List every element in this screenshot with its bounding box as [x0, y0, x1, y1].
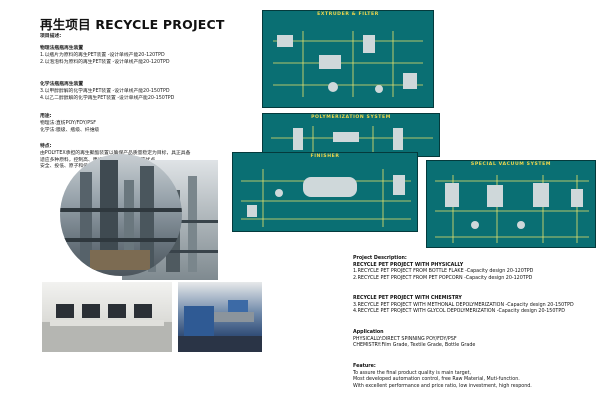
- polymerization-screen: POLYMERIZATION SYSTEM: [262, 113, 440, 157]
- en-feature-heading: Feature:: [353, 364, 376, 369]
- en-description-block: Project Description: RECYCLE PET PROJECT…: [353, 256, 533, 282]
- en-feature-line-3: With excellent performance and price rat…: [353, 383, 532, 389]
- cn-chemical-item-3: 3.以甲醇醇解的化学再生PET装置 -设计单线产能20-150TPD: [40, 88, 170, 94]
- cn-feature-heading: 特点:: [40, 144, 52, 149]
- en-app-item-1: PHYSICALLY:DIRECT SPINNING POY/FDY/PSF: [353, 336, 457, 342]
- en-feature-line-1: To assure the final product quality is m…: [353, 370, 472, 376]
- cn-chemical-heading: 化学法瓶瓶再生装置: [40, 82, 84, 87]
- cn-physical-heading: 物理法瓶瓶再生装置: [40, 46, 84, 51]
- cn-physical-item-2: 2.以泡泡料为原料的再生PET装置 -设计单线产能20-120TPD: [40, 59, 170, 65]
- cn-chemical-item-4: 4.以乙二醇醇解的化学再生PET装置 -设计单线产能20-150TPD: [40, 95, 175, 101]
- en-physical-item-1: 1.RECYCLE PET PROJECT FROM BOTTLE FLAKE …: [353, 269, 534, 275]
- extruder-filter-title: EXTRUDER & FILTER: [317, 12, 379, 17]
- extruder-filter-screen: EXTRUDER & FILTER: [262, 10, 434, 108]
- extruder-photo: [178, 282, 262, 352]
- en-physical-item-2: 2.RECYCLE PET PROJECT FROM PET POPCORN -…: [353, 275, 533, 281]
- cn-app-item-2: 化学法:膜级、瓶级、纤维级: [40, 127, 100, 133]
- vacuum-system-title: SPECIAL VACUUM SYSTEM: [470, 162, 552, 167]
- polymerization-title: POLYMERIZATION SYSTEM: [311, 115, 391, 120]
- en-chemistry-block: RECYCLE PET PROJECT WITH CHEMISTRY 3.REC…: [353, 296, 574, 316]
- en-desc-heading: Project Description:: [353, 256, 407, 261]
- cn-feature-line-1: 由POLYTEX承担的再生聚酯装置以确保产品质量稳定为目标，具正具备: [40, 151, 190, 158]
- control-room-photo: [42, 282, 172, 352]
- page-title: 再生项目 RECYCLE PROJECT: [40, 17, 225, 32]
- cn-description-block: 项目描述:: [40, 34, 61, 41]
- finisher-screen: FINISHER: [232, 152, 418, 232]
- cn-physical-item-1: 1.以瓶片为原料的再生PET装置 -设计单线产能20-120TPD: [40, 52, 165, 58]
- en-app-item-2: CHEMISTRY:Film Grade, Textile Grade, Bot…: [353, 343, 476, 349]
- cn-app-item-1: 物理法:直纺POY/FDY/PSF: [40, 120, 96, 126]
- plant-overview-photo: [60, 154, 182, 276]
- en-chemistry-item-4: 4.RECYCLE PET PROJECT WITH GLYCOL DEPOLY…: [353, 309, 565, 315]
- en-feature-block: Feature: To assure the final product qua…: [353, 364, 532, 390]
- finisher-title: FINISHER: [310, 154, 340, 159]
- en-physical-heading: RECYCLE PET PROJECT WITH PHYSICALLY: [353, 262, 464, 268]
- en-application-block: Application PHYSICALLY:DIRECT SPINNING P…: [353, 330, 475, 350]
- vacuum-system-screen: SPECIAL VACUUM SYSTEM: [426, 160, 596, 248]
- en-chemistry-item-3: 3.RECYCLE PET PROJECT WITH METHONAL DEPO…: [353, 302, 574, 308]
- en-app-heading: Application: [353, 330, 384, 335]
- cn-desc-heading: 项目描述:: [40, 34, 62, 39]
- cn-chemical-block: 化学法瓶瓶再生装置 3.以甲醇醇解的化学再生PET装置 -设计单线产能20-15…: [40, 82, 174, 102]
- cn-application-block: 用途: 物理法:直纺POY/FDY/PSF 化学法:膜级、瓶级、纤维级: [40, 114, 99, 134]
- cn-app-heading: 用途:: [40, 114, 52, 119]
- en-feature-line-2: Most developed automation control, free …: [353, 377, 520, 383]
- cn-physical-block: 物理法瓶瓶再生装置 1.以瓶片为原料的再生PET装置 -设计单线产能20-120…: [40, 46, 170, 66]
- en-chemistry-heading: RECYCLE PET PROJECT WITH CHEMISTRY: [353, 296, 462, 301]
